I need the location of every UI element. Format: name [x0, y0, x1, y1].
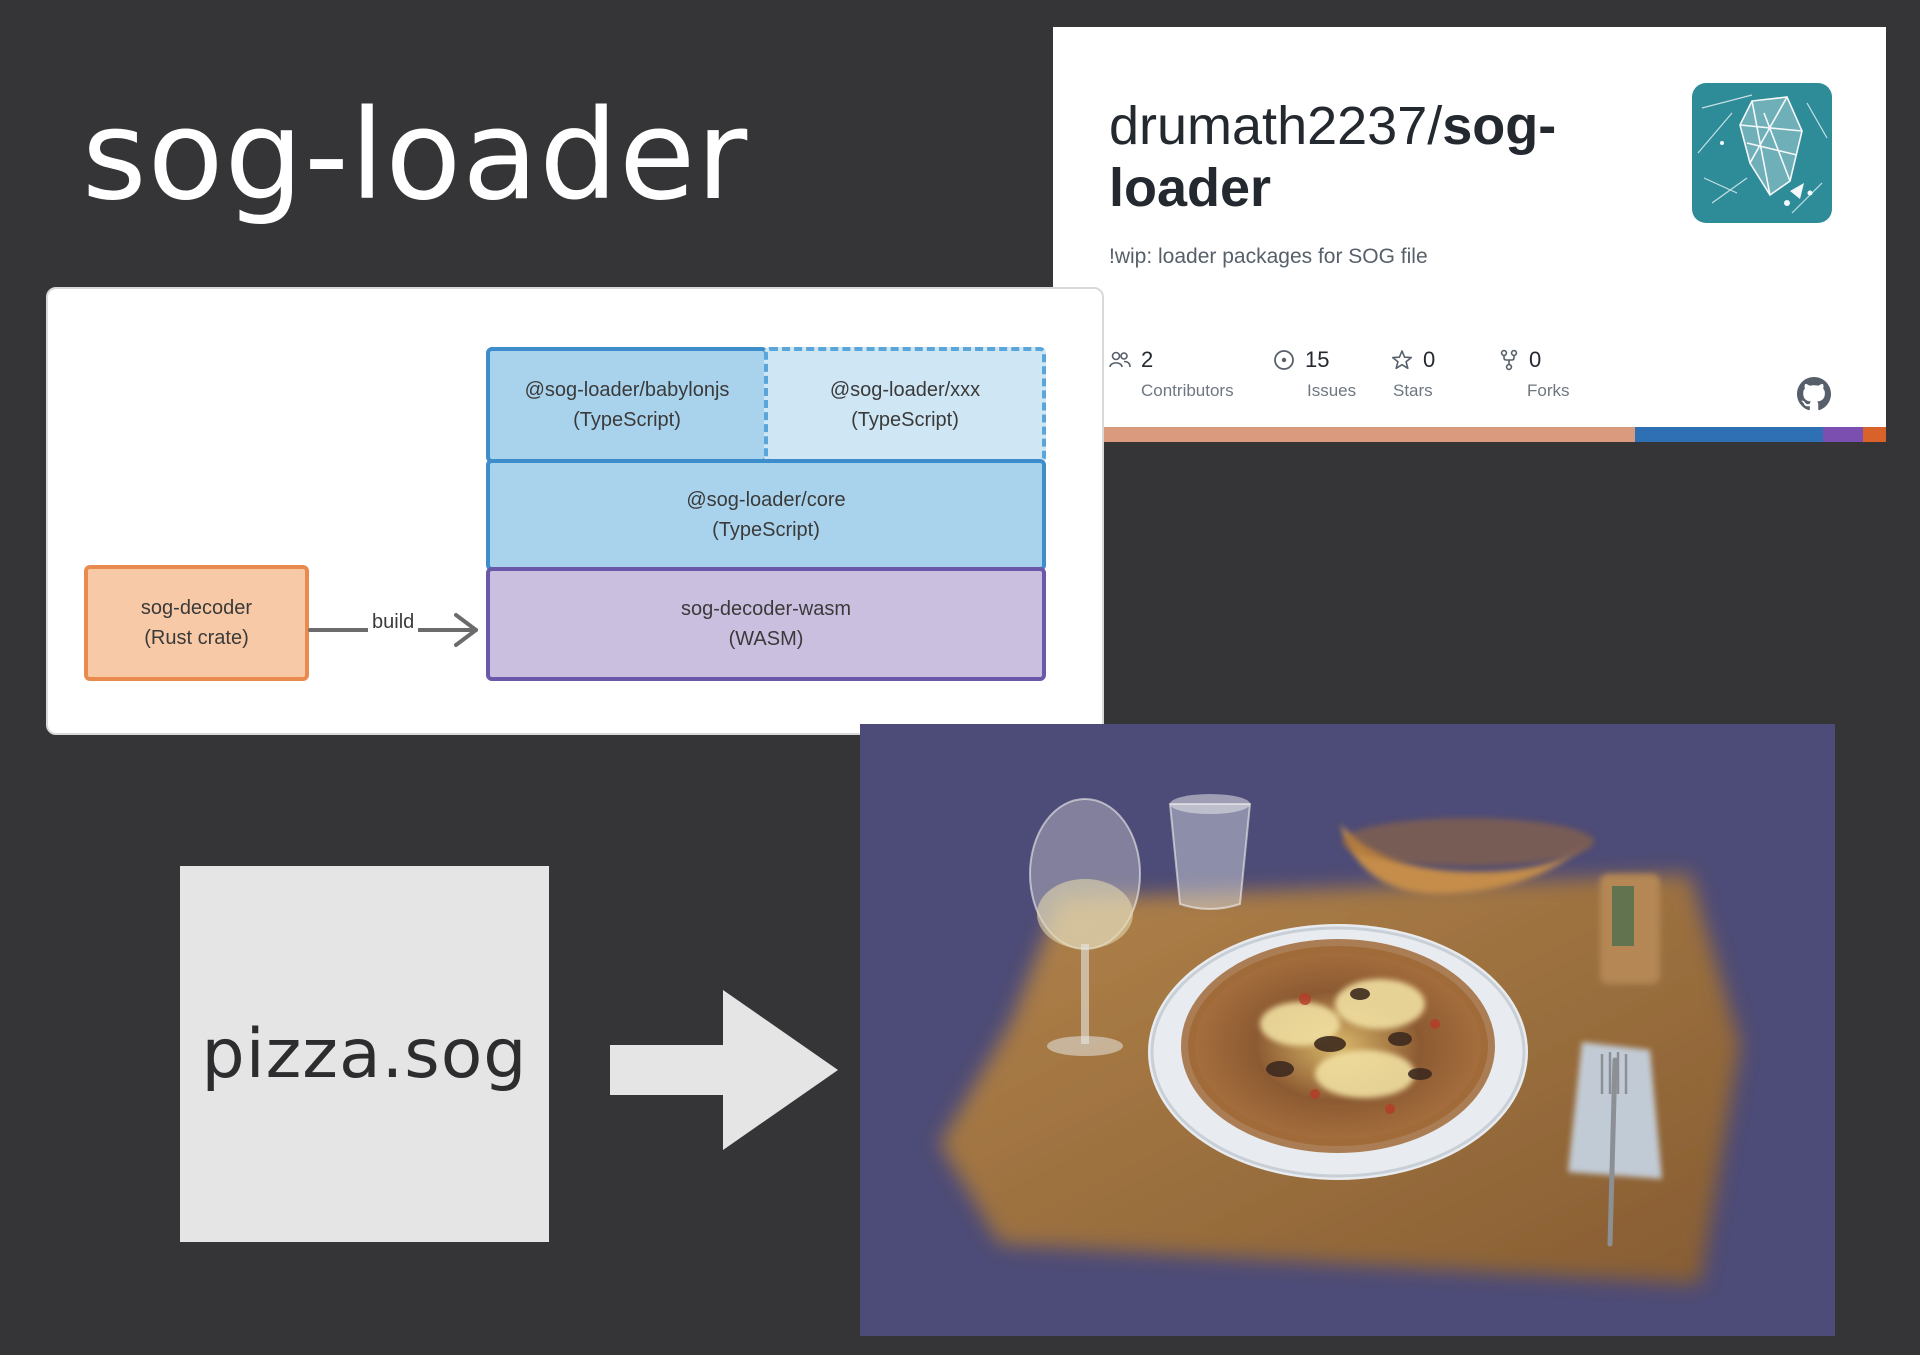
language-segment	[1862, 427, 1886, 442]
contributors-label: Contributors	[1141, 381, 1234, 400]
stars-label: Stars	[1393, 381, 1433, 400]
package-wasm: sog-decoder-wasm (WASM)	[486, 567, 1046, 681]
conversion-arrow-icon	[610, 990, 840, 1150]
language-segment	[1103, 427, 1636, 442]
github-icon[interactable]	[1797, 377, 1831, 411]
issue-icon	[1273, 349, 1295, 371]
github-repo-card[interactable]: drumath2237/sog-loader !wip: loader pack…	[1053, 27, 1886, 442]
build-label: build	[368, 611, 419, 634]
stat-stars[interactable]: 0 Stars	[1391, 345, 1435, 401]
stars-count: 0	[1423, 347, 1436, 372]
fork-icon	[1499, 349, 1519, 371]
contributors-count: 2	[1141, 347, 1154, 372]
repo-name: sog-loader	[1109, 96, 1557, 218]
package-xxx-name: @sog-loader/xxx	[829, 379, 981, 401]
package-core-lang: (TypeScript)	[712, 519, 820, 541]
issues-count: 15	[1305, 347, 1330, 372]
crate-sog-decoder: sog-decoder (Rust crate)	[84, 565, 309, 681]
repo-stats: 2 Contributors 15 Issues	[1109, 345, 1809, 415]
forks-label: Forks	[1527, 381, 1570, 400]
people-icon	[1109, 351, 1131, 369]
issues-label: Issues	[1307, 381, 1357, 400]
package-babylonjs-name: @sog-loader/babylonjs	[524, 379, 730, 401]
language-segment	[1823, 427, 1863, 442]
package-babylonjs: @sog-loader/babylonjs (TypeScript)	[486, 347, 768, 463]
language-segment	[1635, 427, 1824, 442]
stat-issues[interactable]: 15 Issues	[1273, 345, 1356, 401]
repo-full-name[interactable]: drumath2237/sog-loader	[1109, 95, 1669, 219]
star-icon	[1391, 349, 1413, 371]
package-wasm-name: sog-decoder-wasm	[680, 598, 852, 620]
stat-contributors[interactable]: 2 Contributors	[1109, 345, 1234, 401]
architecture-diagram: @sog-loader/babylonjs (TypeScript) @sog-…	[46, 287, 1104, 735]
package-babylonjs-lang: (TypeScript)	[573, 409, 681, 431]
package-wasm-lang: (WASM)	[728, 628, 804, 650]
repo-description: !wip: loader packages for SOG file	[1109, 245, 1428, 268]
repo-owner: drumath2237/	[1109, 96, 1443, 156]
forks-count: 0	[1529, 347, 1542, 372]
rendered-pizza-scene	[860, 724, 1835, 1336]
package-core: @sog-loader/core (TypeScript)	[486, 459, 1046, 571]
language-bar	[1103, 427, 1886, 442]
stat-forks[interactable]: 0 Forks	[1499, 345, 1570, 401]
crate-sog-decoder-lang: (Rust crate)	[144, 627, 249, 649]
sog-file-box: pizza.sog	[180, 866, 549, 1242]
package-core-name: @sog-loader/core	[686, 489, 846, 511]
package-xxx-lang: (TypeScript)	[851, 409, 959, 431]
slide-title: sog-loader	[82, 84, 749, 228]
package-xxx: @sog-loader/xxx (TypeScript)	[764, 347, 1046, 463]
repo-avatar	[1692, 83, 1832, 223]
crate-sog-decoder-name: sog-decoder	[140, 597, 253, 619]
file-name: pizza.sog	[201, 1014, 528, 1094]
